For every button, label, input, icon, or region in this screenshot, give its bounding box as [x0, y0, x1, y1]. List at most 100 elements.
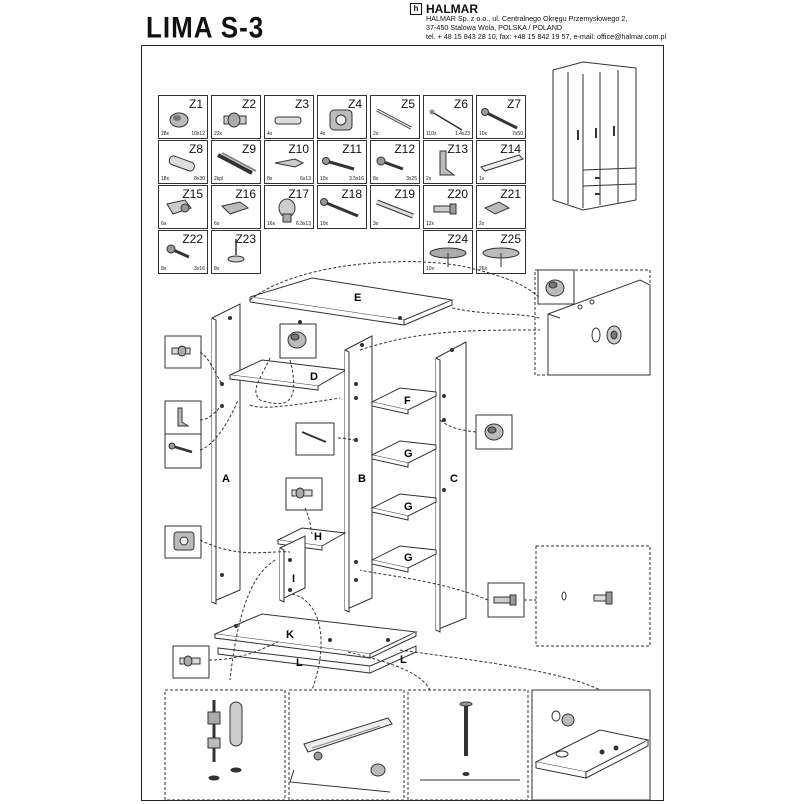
part-qty: 8x [214, 266, 220, 272]
felt-pad-icon [482, 247, 520, 267]
panel-label-d: D [310, 371, 318, 383]
part-tile: Z19 3x [370, 185, 420, 229]
panel-side-left [211, 303, 241, 605]
part-qty: 110x [426, 131, 437, 137]
part-label: Z10 [288, 142, 309, 156]
part-label: Z15 [182, 187, 203, 201]
part-label: Z22 [182, 232, 203, 246]
part-label: Z16 [235, 187, 256, 201]
panel-label-c: C [450, 473, 458, 485]
glide-foot-icon [227, 239, 245, 263]
part-qty: 2x [479, 221, 485, 227]
brand-mark-icon: h [410, 3, 422, 15]
part-tile: Z13 2x [423, 140, 473, 184]
panel-label-g: G [404, 448, 413, 460]
hinge-plate-icon [221, 201, 250, 215]
panel-label-l: L [296, 657, 303, 669]
company-address: HALMAR Sp. z o.o., ul. Centralnego Okręg… [426, 14, 666, 41]
part-size: 10x12 [191, 131, 205, 137]
part-size: 6.3x13 [295, 221, 311, 227]
rod-icon [376, 108, 412, 130]
detail-drawer-runner [289, 717, 393, 793]
part-qty: 10x [320, 176, 329, 182]
part-tile: Z16 6x [211, 185, 261, 229]
dowel-screw-icon [274, 116, 302, 125]
brand-name: HALMAR [426, 2, 478, 16]
part-tile: Z17 16x 6.3x13 [264, 185, 314, 229]
part-tile: Z7 10x 7x50 [476, 95, 526, 139]
part-qty: 10x [320, 221, 329, 227]
wooden-dowel-icon [168, 155, 195, 172]
panel-drawer-i [279, 535, 306, 603]
part-label: Z21 [500, 187, 521, 201]
part-qty: 1x [479, 176, 485, 182]
part-size: 3.5x16 [348, 176, 364, 182]
part-qty: 6x [214, 221, 220, 227]
part-label: Z9 [241, 142, 256, 156]
part-label: Z20 [447, 187, 468, 201]
part-tile: Z6 110x 1.4x23 [423, 95, 473, 139]
part-tile: Z14 1x [476, 140, 526, 184]
panel-label-f: F [404, 395, 411, 407]
nail-icon [429, 109, 463, 131]
part-label: Z17 [288, 187, 309, 201]
part-tile: Z22 8x 3x16 [158, 230, 208, 274]
part-qty: 10x [426, 266, 435, 272]
address-line: 37-450 Stalowa Wola, POLSKA / POLAND [426, 23, 563, 32]
part-tile: Z25 26x [476, 230, 526, 274]
part-label: Z19 [394, 187, 415, 201]
panel-plinth [217, 645, 417, 674]
confirmat-screw-icon [481, 108, 518, 130]
part-tile: Z18 10x [317, 185, 367, 229]
part-qty: 4x [267, 131, 273, 137]
hole-markers [220, 316, 454, 642]
part-size: 7x50 [512, 131, 523, 137]
hanger-bracket-icon [439, 150, 456, 176]
panel-label-e: E [354, 292, 361, 304]
panel-shelf-top [228, 359, 348, 391]
plastic-cap-icon [329, 109, 353, 131]
part-size: 3x16 [194, 266, 205, 272]
part-tile: Z5 2x [370, 95, 420, 139]
part-tile: Z3 4x [264, 95, 314, 139]
door-bumper-icon [429, 247, 467, 267]
panel-label-g: G [404, 552, 413, 564]
part-qty: 2kpl [214, 176, 224, 182]
part-qty: 10x [479, 131, 488, 137]
part-label: Z11 [342, 142, 362, 156]
brand-logo: h HALMAR [410, 2, 478, 16]
handle-bar-icon [480, 154, 524, 172]
detail-dowel-bolt [207, 700, 243, 781]
part-label: Z14 [500, 142, 521, 156]
part-label: Z13 [447, 142, 468, 156]
part-tile: Z20 12x [423, 185, 473, 229]
part-label: Z4 [347, 97, 362, 111]
part-qty: 2x [373, 131, 379, 137]
panel-shelf-f [370, 387, 437, 415]
part-qty: 16x [267, 221, 276, 227]
detail-shelf-pin [561, 591, 613, 605]
part-tile: Z9 2kpl [211, 140, 261, 184]
door-stop-icon [483, 201, 511, 215]
wood-screw-icon [322, 157, 355, 171]
shelf-pin-icon [433, 203, 457, 215]
connector-bolt-icon [223, 112, 247, 128]
panel-label-h: H [314, 531, 322, 543]
part-tile: Z10 8x 6x13 [264, 140, 314, 184]
part-qty: 8x [267, 176, 273, 182]
panel-bottom [213, 613, 418, 659]
part-tile: Z23 8x [211, 230, 261, 274]
detail-cam-fitting [534, 710, 650, 779]
part-tile: Z2 22x [211, 95, 261, 139]
wall-plug-icon [274, 158, 305, 168]
part-tile: Z21 2x [476, 185, 526, 229]
part-label: Z1 [188, 97, 203, 111]
part-tile: Z4 4x [317, 95, 367, 139]
short-screw-icon [376, 156, 404, 171]
part-qty: 8x [373, 176, 379, 182]
part-qty: 26x [479, 266, 488, 272]
part-label: Z5 [400, 97, 415, 111]
hanging-rail-icon [376, 199, 414, 219]
cam-lock-icon [169, 112, 189, 128]
